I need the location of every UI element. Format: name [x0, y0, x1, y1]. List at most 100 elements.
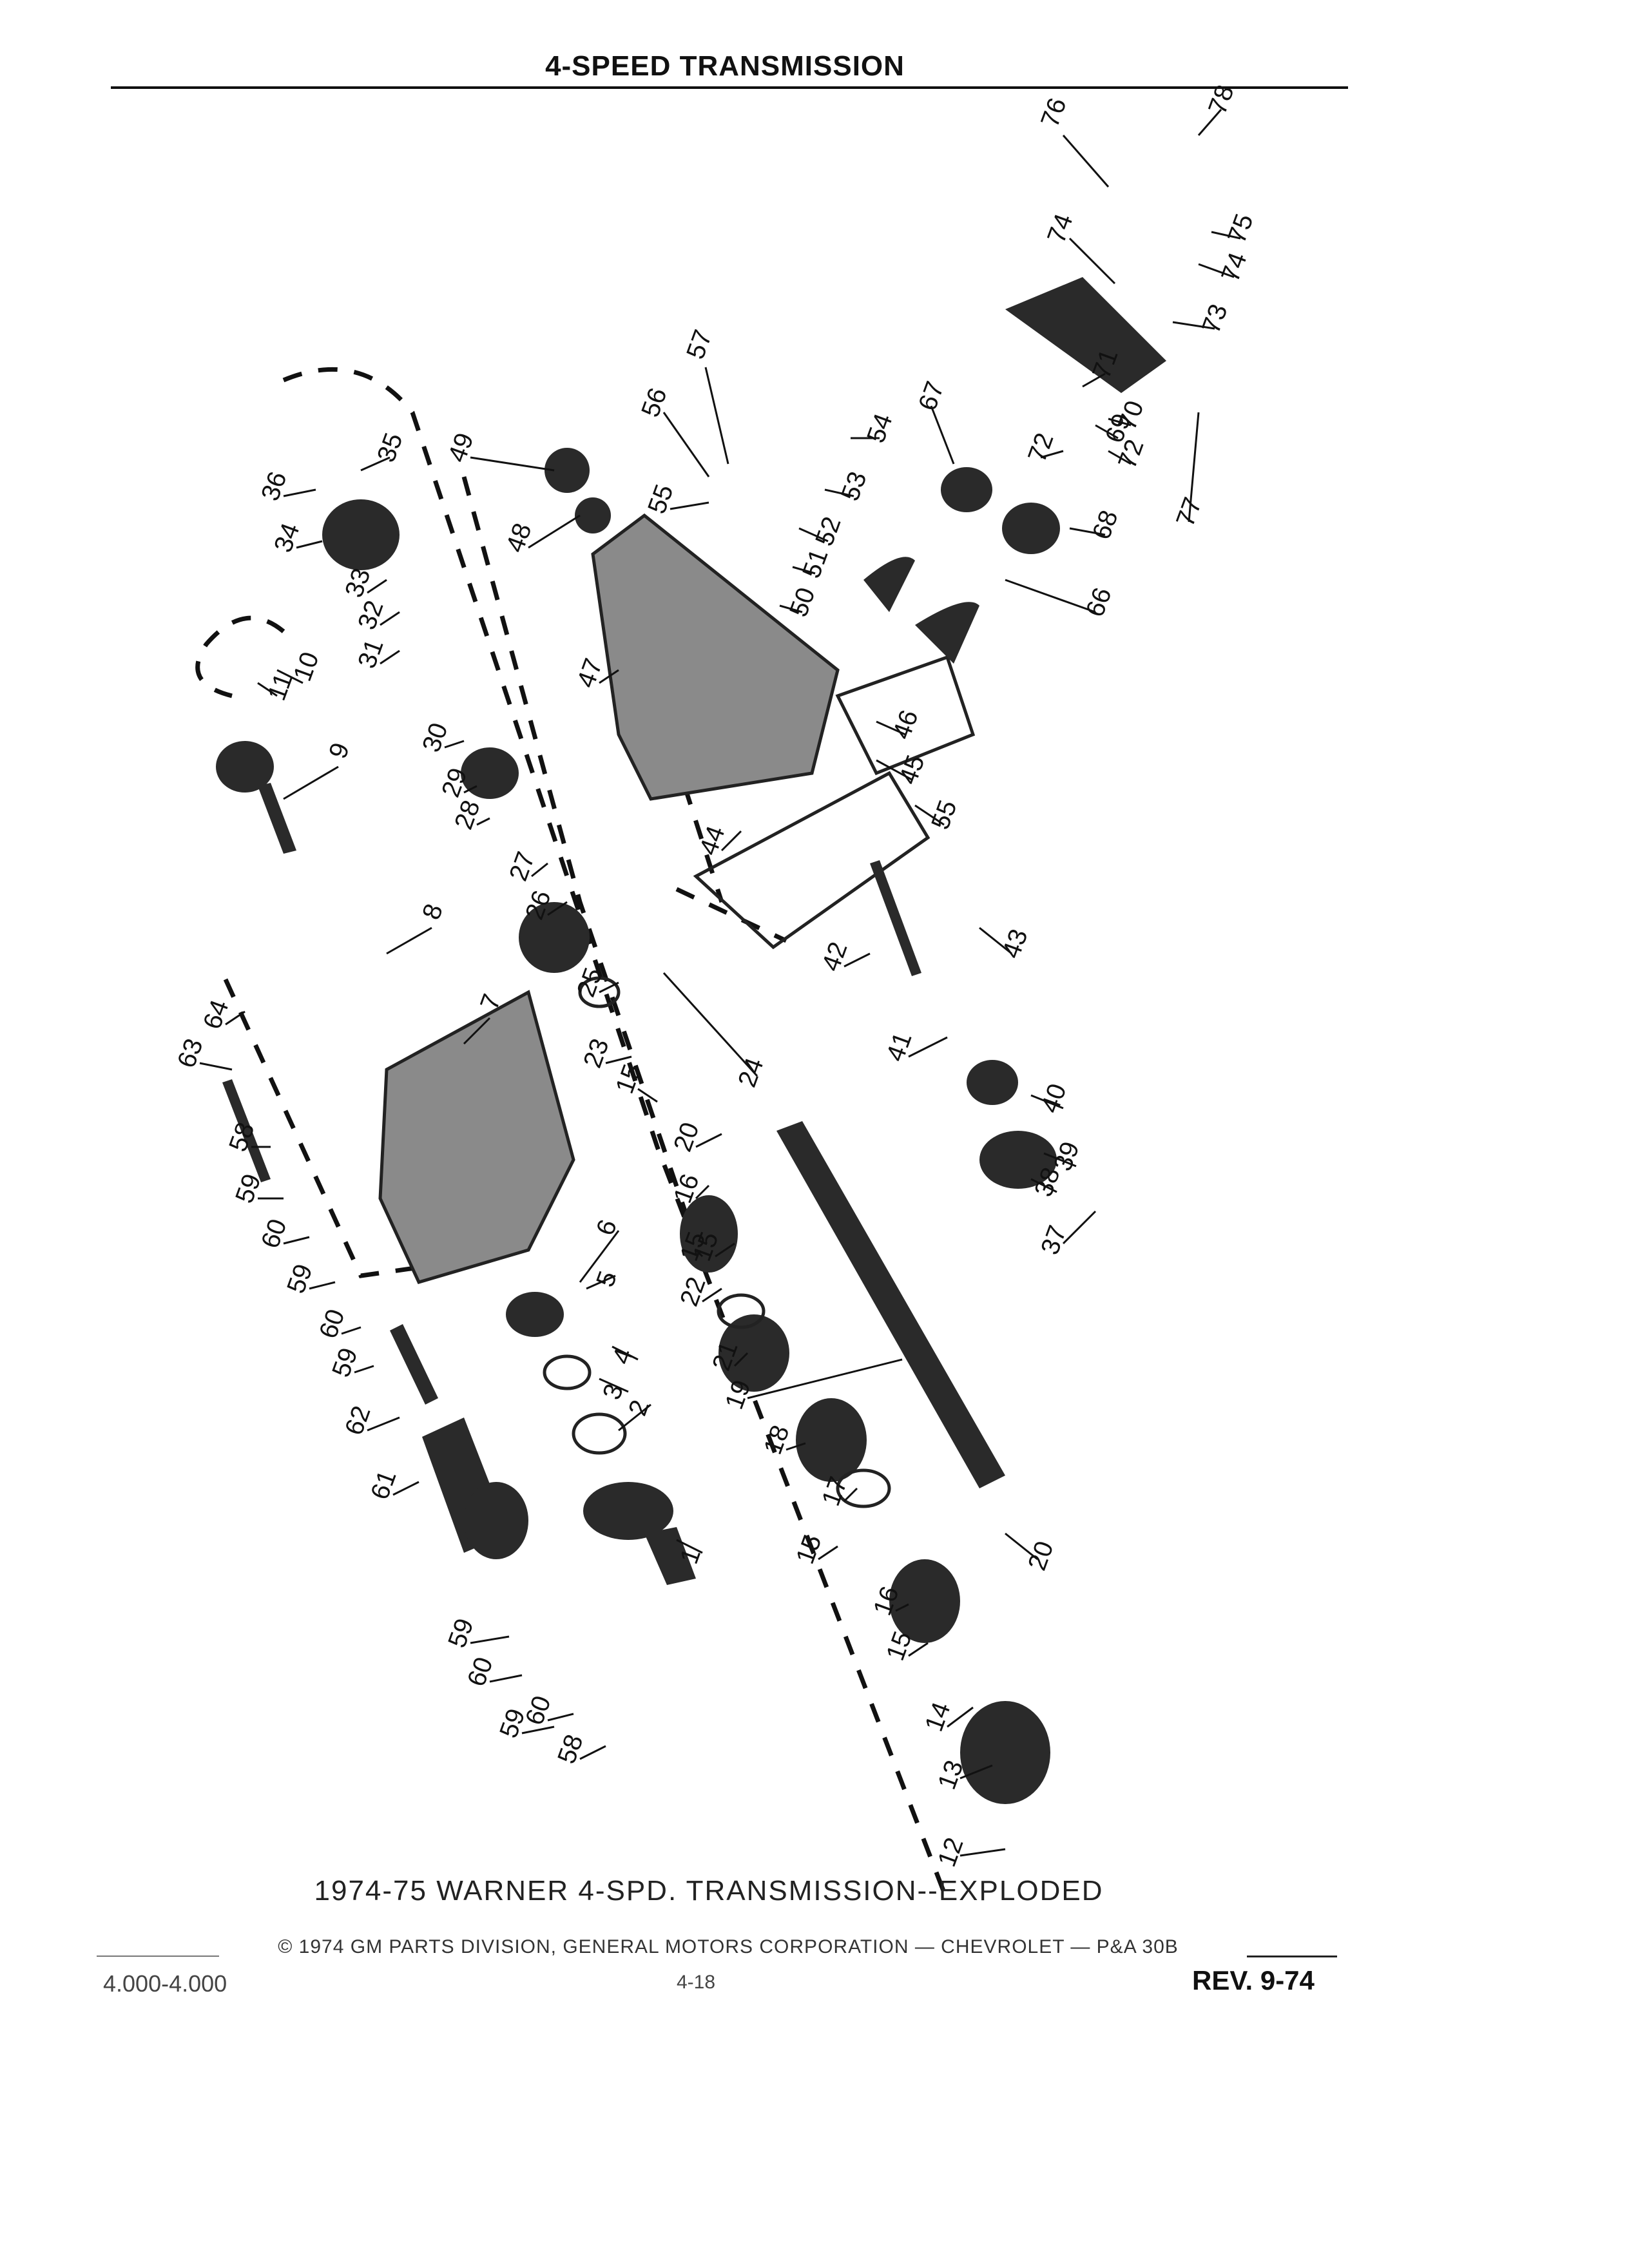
callout-leader-line [1095, 424, 1119, 439]
gasket [693, 771, 930, 950]
callout-leader-line [786, 1442, 806, 1451]
callout-leader-line [367, 1416, 400, 1432]
callout-leader-line [1188, 412, 1200, 523]
callout-leader-line [908, 1036, 948, 1058]
callout-leader-line [309, 1281, 336, 1290]
footer-revision: REV. 9-74 [1192, 1965, 1315, 1995]
shift-lever-68 [1002, 503, 1060, 554]
callout-leader-line [1040, 450, 1064, 459]
part-callout-63: 63 [172, 1035, 209, 1072]
callout-leader-line [959, 1848, 1006, 1857]
callout-leader-line [521, 1725, 555, 1735]
part-callout-58: 58 [552, 1731, 589, 1767]
header-rule [111, 86, 1348, 89]
callout-leader-line [947, 1706, 974, 1728]
part-callout-24: 24 [733, 1054, 769, 1091]
assembly-guide-line [195, 615, 285, 698]
callout-leader-line [1108, 450, 1132, 465]
part-callout-49: 49 [443, 429, 479, 466]
figure-caption: 1974-75 WARNER 4-SPD. TRANSMISSION--EXPL… [314, 1875, 1104, 1907]
part-callout-7: 7 [475, 990, 506, 1014]
part-callout-40: 40 [1036, 1080, 1072, 1117]
part-callout-35: 35 [372, 429, 409, 466]
part-callout-18: 18 [758, 1421, 795, 1458]
part-callout-43: 43 [997, 925, 1034, 962]
part-callout-3: 3 [597, 1380, 629, 1403]
callout-leader-line [637, 1088, 658, 1103]
callout-leader-line [354, 1365, 374, 1374]
part-callout-59: 59 [282, 1260, 318, 1297]
callout-leader-line [876, 759, 912, 781]
callout-leader-line [489, 1674, 523, 1683]
gear-34 [322, 499, 400, 570]
part-callout-42: 42 [816, 938, 853, 975]
callout-leader-line [225, 1010, 246, 1026]
part-callout-31: 31 [352, 635, 389, 672]
callout-leader-line [676, 1539, 703, 1554]
callout-leader-line [1197, 109, 1222, 136]
part-callout-53: 53 [836, 468, 872, 505]
part-callout-36: 36 [256, 468, 293, 505]
transmission-case-outline [378, 990, 575, 1285]
bearing-6 [506, 1292, 564, 1337]
callout-leader-line [747, 1358, 903, 1399]
callout-leader-line [599, 1378, 629, 1393]
callout-leader-line [1069, 527, 1106, 536]
reverse-idler-gear-40 [967, 1060, 1018, 1105]
callout-leader-line [1030, 1094, 1064, 1110]
callout-layer: 1234567891011121314151515151516161718192… [172, 81, 1259, 1870]
part-callout-28: 28 [449, 796, 486, 833]
gear-26 [519, 902, 590, 973]
callout-leader-line [367, 579, 387, 594]
callout-leader-line [531, 862, 548, 878]
callout-leader-line [843, 952, 871, 968]
callout-leader-line [1062, 135, 1110, 187]
extension-housing-outline [591, 513, 840, 801]
gasket [835, 655, 976, 776]
callout-leader-line [695, 1249, 704, 1258]
footer-copyright: © 1974 GM PARTS DIVISION, GENERAL MOTORS… [278, 1936, 1179, 1957]
countershaft-62 [390, 1324, 438, 1405]
callout-leader-line [1068, 237, 1116, 285]
transmission-case [380, 992, 574, 1282]
assembly-guide-line [461, 476, 692, 1225]
callout-leader-line [715, 1242, 735, 1258]
reverse-idler-shaft-42 [870, 860, 921, 976]
snap-ring [572, 1412, 627, 1455]
part-callout-64: 64 [198, 996, 235, 1033]
callout-leader-line [341, 1326, 361, 1335]
part-callout-46: 46 [887, 706, 924, 743]
part-callout-47: 47 [572, 655, 608, 691]
callout-leader-line [1005, 579, 1096, 613]
callout-leader-line [1005, 1532, 1038, 1561]
part-callout-55: 55 [926, 796, 963, 833]
part-callout-20: 20 [668, 1119, 705, 1155]
callout-leader-line [1198, 263, 1235, 278]
callout-leader-line [470, 1635, 510, 1644]
part-callout-23: 23 [578, 1035, 615, 1072]
input-shaft [644, 1527, 696, 1585]
part-callout-54: 54 [862, 410, 898, 447]
shift-lever-67 [941, 467, 992, 512]
part-callout-8: 8 [417, 900, 448, 923]
shift-fork [863, 557, 915, 612]
callout-leader-line [818, 1545, 838, 1561]
part-callout-76: 76 [1036, 94, 1072, 131]
callout-leader-line [360, 456, 390, 472]
callout-leader-line [392, 1481, 419, 1496]
assembly-guide-line [223, 978, 452, 1278]
part-callout-48: 48 [501, 519, 537, 556]
part-callout-68: 68 [1087, 506, 1124, 543]
part-callout-12: 12 [932, 1834, 969, 1870]
side-cover [1005, 277, 1166, 393]
callout-leader-line [463, 785, 477, 794]
callout-leader-line [733, 1352, 749, 1367]
part-callout-15: 15 [791, 1531, 827, 1568]
footer-rule [1247, 1956, 1337, 1957]
part-callout-52: 52 [810, 513, 847, 550]
part-callout-51: 51 [797, 545, 834, 582]
callout-leader-line [199, 1062, 233, 1071]
callout-leader-line [1082, 372, 1106, 388]
